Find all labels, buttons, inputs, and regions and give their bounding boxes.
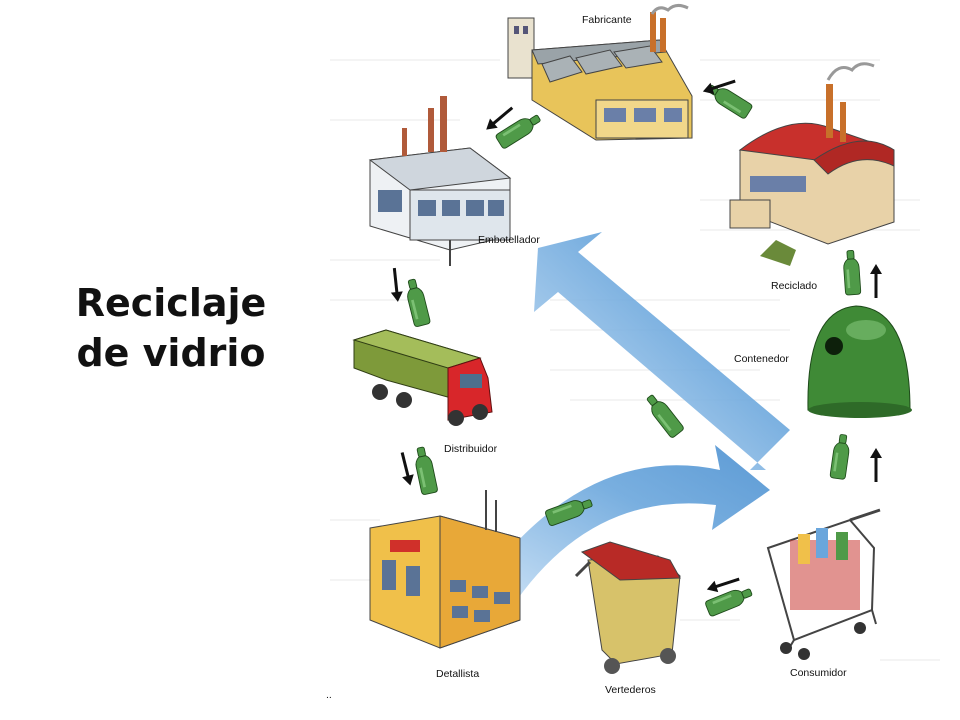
- title-line-2: de vidrio: [76, 331, 266, 375]
- label-embotellador: Embotellador: [478, 234, 540, 246]
- vertederos-bin: [574, 541, 681, 674]
- flow-arrow-curved: [470, 445, 770, 610]
- recycling-diagram: Fabricante Embotellador Distribuidor: [326, 3, 940, 701]
- label-fabricante: Fabricante: [582, 14, 632, 26]
- arrow-up-icon: [868, 446, 884, 484]
- bottle-icon: [412, 445, 439, 496]
- label-consumidor: Consumidor: [790, 667, 847, 679]
- flow-arrow-diagonal: [534, 232, 790, 470]
- arrow-up-icon: [868, 262, 884, 300]
- detallista-store: [369, 490, 521, 649]
- label-detallista: Detallista: [436, 668, 479, 680]
- bottle-icon: [829, 433, 852, 481]
- label-distribuidor: Distribuidor: [444, 443, 498, 455]
- slide-title: Reciclaje de vidrio: [56, 278, 286, 378]
- fabricante-factory: [507, 3, 693, 141]
- bottle-icon: [842, 249, 862, 296]
- bottle-icon: [642, 391, 686, 440]
- consumidor-cart: [766, 508, 881, 660]
- contenedor-container: [807, 305, 912, 418]
- label-reciclado: Reciclado: [771, 280, 817, 292]
- reciclado-factory: [729, 62, 895, 266]
- label-vertederos: Vertederos: [605, 684, 656, 696]
- arrow-down-icon: [386, 265, 406, 305]
- footnote: ..: [326, 689, 332, 701]
- bottle-icon: [403, 277, 432, 328]
- arrow-down-icon: [394, 449, 418, 489]
- distribuidor-truck: [352, 329, 493, 426]
- title-line-1: Reciclaje: [75, 281, 267, 325]
- embotellador-building: [368, 96, 512, 266]
- label-contenedor: Contenedor: [734, 353, 789, 365]
